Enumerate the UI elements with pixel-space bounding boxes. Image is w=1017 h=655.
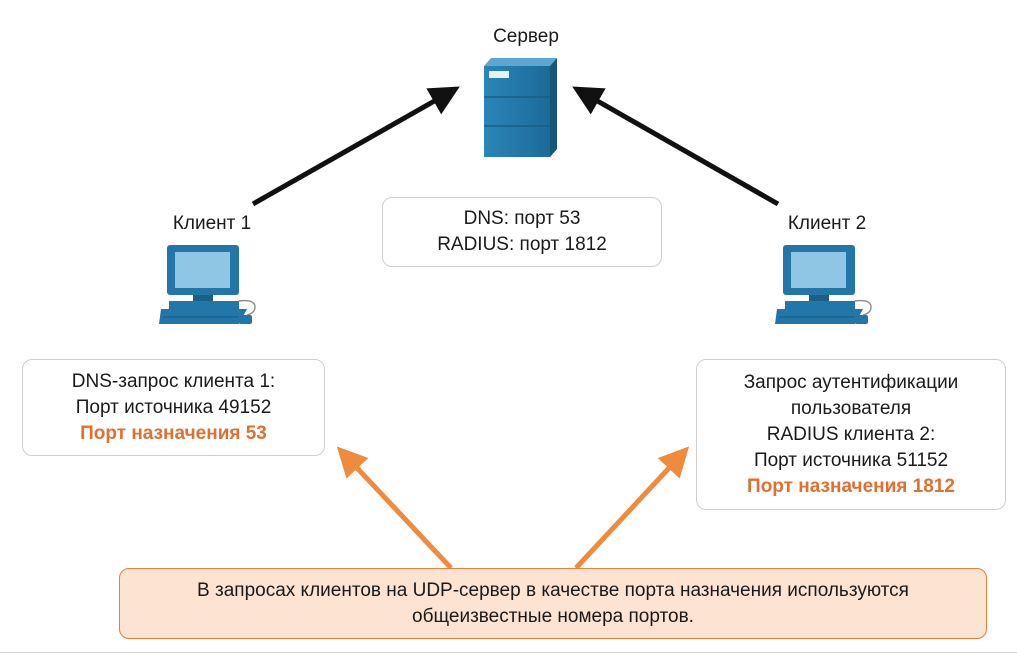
note-line-2: общеизвестные номера портов. [412, 605, 694, 627]
client2-request-box: Запрос аутентификации пользователя RADIU… [696, 359, 1006, 510]
client1-destination-port: Порт назначения 53 [80, 422, 267, 444]
arrow-client1-to-server [251, 86, 460, 207]
server-icon [484, 58, 557, 157]
client1-label: Клиент 1 [172, 213, 252, 234]
arrow-note-to-client1-box [336, 446, 453, 570]
client2-label: Клиент 2 [787, 213, 867, 234]
client2-request-title: Запрос аутентификации [743, 371, 959, 393]
client2-source-port: Порт источника 51152 [753, 449, 949, 471]
client2-destination-port: Порт назначения 1812 [747, 475, 955, 497]
server-ports-box: DNS: порт 53 RADIUS: порт 1812 [382, 197, 662, 267]
server-port-dns: DNS: порт 53 [463, 208, 581, 229]
server-label: Сервер [493, 26, 559, 47]
bottom-divider [0, 652, 1017, 653]
note-line-1: В запросах клиентов на UDP-сервер в каче… [197, 579, 909, 601]
well-known-ports-note: В запросах клиентов на UDP-сервер в каче… [119, 568, 987, 639]
client2-request-title-3: RADIUS клиента 2: [766, 423, 936, 445]
client2-request-title-2: пользователя [790, 397, 912, 419]
arrow-note-to-client2-box [574, 446, 690, 570]
client1-request-box: DNS-запрос клиента 1: Порт источника 491… [22, 359, 325, 456]
computer-icon [775, 245, 872, 324]
client1-request-title: DNS-запрос клиента 1: [71, 370, 276, 392]
computer-icon [159, 245, 256, 324]
client1-source-port: Порт источника 49152 [75, 396, 272, 418]
server-port-radius: RADIUS: порт 1812 [437, 234, 607, 255]
arrow-client2-to-server [572, 86, 780, 207]
